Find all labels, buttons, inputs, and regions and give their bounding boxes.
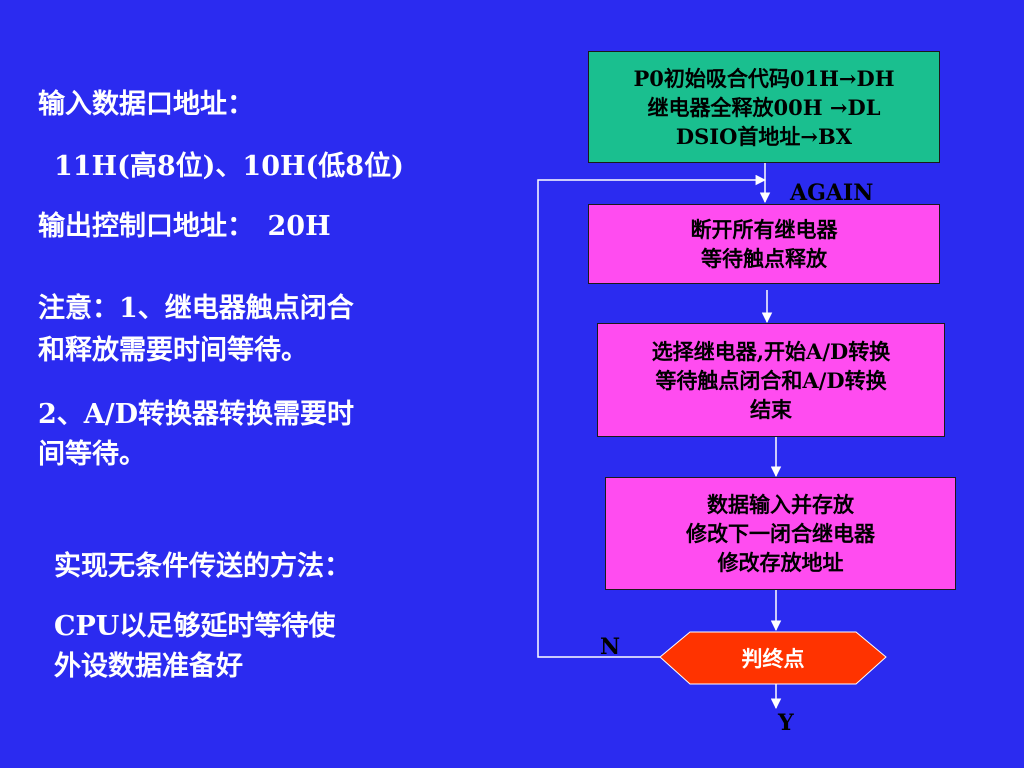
input-port-label: 输入数据口地址： <box>38 89 254 120</box>
method-title: 实现无条件传送的方法： <box>54 551 351 582</box>
decision-label: 判终点 <box>741 646 805 671</box>
yes-label: Y <box>778 710 794 736</box>
step3-line-2: 修改下一闭合继电器 <box>686 521 875 546</box>
loop-back-line <box>537 174 767 658</box>
note-line-3: 2、A/D转换器转换需要时 <box>38 399 355 430</box>
note-line-4: 间等待。 <box>38 439 146 470</box>
step3-box: 数据输入并存放 修改下一闭合继电器 修改存放地址 <box>605 477 956 590</box>
init-line-1: P0初始吸合代码01H→DH <box>633 65 895 91</box>
step1-box: 断开所有继电器 等待触点释放 <box>588 204 940 284</box>
step2-box: 选择继电器,开始A/D转换 等待触点闭合和A/D转换 结束 <box>597 323 945 437</box>
step3-line-3: 修改存放地址 <box>717 550 844 575</box>
again-label: AGAIN <box>790 180 874 206</box>
step3-line-1: 数据输入并存放 <box>707 492 854 517</box>
input-port-address: 11H(高8位)、10H(低8位) <box>54 151 404 182</box>
init-line-2: 继电器全释放00H →DL <box>647 94 881 120</box>
step1-line-1: 断开所有继电器 <box>690 217 838 242</box>
method-line-1: CPU以足够延时等待使 <box>54 611 336 642</box>
note-line-2: 和释放需要时间等待。 <box>38 335 308 366</box>
no-label: N <box>600 634 621 660</box>
step2-line-2: 等待触点闭合和A/D转换 <box>655 367 887 393</box>
init-line-3: DSIO首地址→BX <box>675 123 853 149</box>
step2-line-3: 结束 <box>750 396 792 422</box>
output-port-label: 输出控制口地址： 20H <box>38 211 331 242</box>
init-box: P0初始吸合代码01H→DH 继电器全释放00H →DL DSIO首地址→BX <box>588 51 940 163</box>
step2-line-1: 选择继电器,开始A/D转换 <box>651 338 891 364</box>
note-line-1: 注意：1、继电器触点闭合 <box>38 293 354 324</box>
decision-diamond <box>659 631 887 685</box>
step1-line-2: 等待触点释放 <box>701 246 827 271</box>
method-line-2: 外设数据准备好 <box>54 651 243 682</box>
